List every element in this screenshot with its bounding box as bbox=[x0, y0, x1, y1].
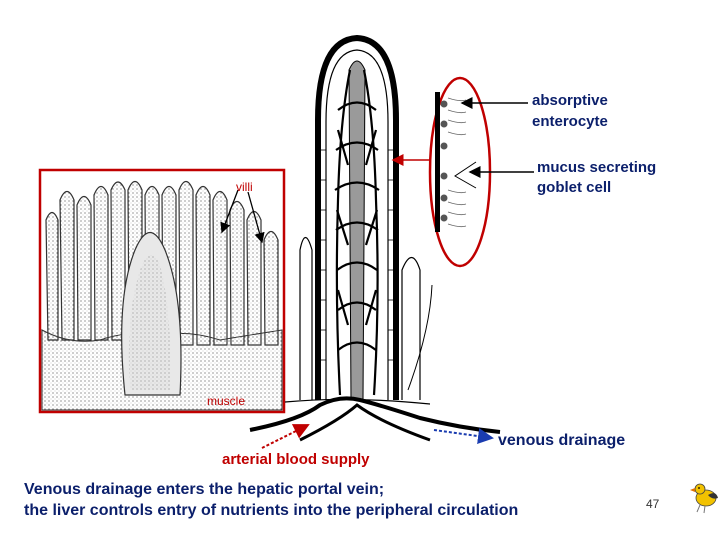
label-absorptive-enterocyte: absorptive enterocyte bbox=[532, 92, 608, 130]
label-mucus-goblet-cell: mucus secreting goblet cell bbox=[537, 159, 657, 196]
label-arterial-blood-supply: arterial blood supply bbox=[222, 451, 370, 468]
label-muscle: muscle bbox=[207, 394, 246, 408]
caption-line-1: Venous drainage enters the hepatic porta… bbox=[24, 481, 385, 498]
bird-icon bbox=[690, 483, 718, 514]
label-venous-drainage: venous drainage bbox=[498, 432, 626, 449]
basement-membrane bbox=[435, 92, 440, 232]
arterial-arrow bbox=[261, 424, 310, 449]
villi-arrow-2 bbox=[247, 191, 265, 244]
villi-arrow-1 bbox=[220, 189, 239, 234]
villus-illustration bbox=[249, 34, 501, 442]
caption-line-2: the liver controls entry of nutrients in… bbox=[24, 502, 519, 519]
slide-number: 47 bbox=[646, 497, 660, 511]
label-villi: villi bbox=[236, 180, 253, 194]
epithelium-inset bbox=[428, 76, 534, 268]
mucosa-section-illustration bbox=[38, 168, 286, 414]
